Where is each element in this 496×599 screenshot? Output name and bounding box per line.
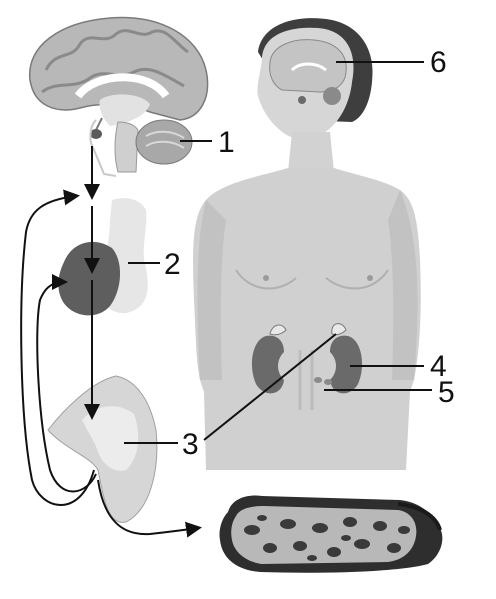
- vessel-lumen: [231, 506, 417, 564]
- label-6: 6: [430, 46, 447, 79]
- arrow-adrenal-to-blood: [97, 479, 202, 538]
- adrenal-gland-left: [269, 324, 287, 336]
- pathway-arrows: [20, 146, 202, 538]
- pituitary-enlarged: [58, 198, 148, 316]
- anterior-pituitary: [58, 241, 121, 316]
- label-2: 2: [164, 248, 181, 281]
- brainstem: [114, 121, 139, 173]
- neck: [288, 132, 334, 172]
- kidney-left: [251, 335, 284, 394]
- diencephalon: [99, 94, 150, 126]
- adrenal-enlarged: [47, 375, 158, 523]
- human-torso: [193, 18, 421, 470]
- head-brain: [269, 39, 347, 93]
- pituitary-stalk: [95, 117, 103, 131]
- torso: [193, 168, 421, 470]
- blood-cells: [244, 515, 410, 561]
- leader-lines: [124, 61, 432, 444]
- adrenal-medulla: [82, 406, 139, 471]
- blood-vessel: [219, 495, 443, 573]
- label-5: 5: [438, 376, 455, 409]
- arrow-feedback-inner: [36, 274, 97, 493]
- label-3: 3: [182, 428, 199, 461]
- label-4: 4: [430, 350, 447, 383]
- label-1: 1: [218, 126, 235, 159]
- kidney-right: [330, 335, 363, 394]
- brain-section: [29, 16, 209, 177]
- arrow-feedback-outer: [20, 189, 95, 506]
- pituitary-gland: [90, 129, 102, 139]
- leader-3b: [203, 333, 337, 441]
- head-cerebellum: [323, 87, 341, 105]
